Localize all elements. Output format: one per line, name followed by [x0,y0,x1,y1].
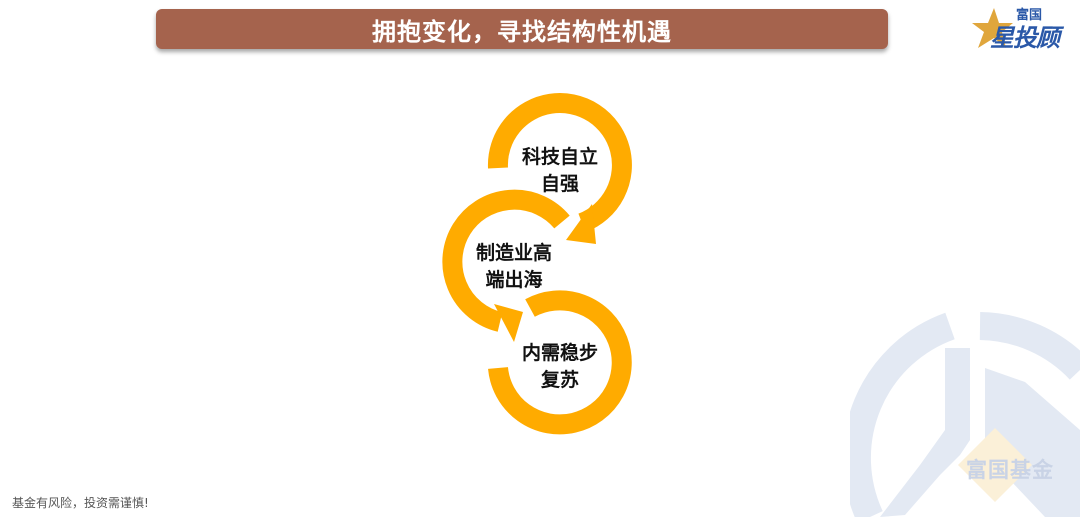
cycle-arrows [442,93,632,435]
node-manufacturing-overseas: 制造业高 端出海 [475,242,552,291]
node-tech-self-reliance: 科技自立 自强 [521,146,598,195]
arc-arrow-2 [442,189,570,332]
arrowhead-1 [566,204,596,244]
fullgoal-logo-icon [850,312,1080,517]
node-domestic-demand-recovery: 内需稳步 复苏 [521,342,598,391]
arc-arrow-1 [487,93,632,233]
star-icon [972,8,1013,48]
brand-big-text: 星投顾 [990,24,1060,52]
arc-3 [488,290,632,435]
watermark-text: 富国基金 [966,458,1054,482]
brand-small-text: 富国 [1016,8,1043,23]
cycle-diagram: 科技自立 自强 制造业高 端出海 内需稳步 复苏 [420,80,680,450]
risk-disclaimer: 基金有风险，投资需谨慎! [12,496,149,510]
page-title: 拥抱变化，寻找结构性机遇 [372,17,672,46]
title-banner: 拥抱变化，寻找结构性机遇 [156,9,888,49]
brand-logo: 富国 星投顾 [968,2,1078,52]
arrowhead-2 [494,304,523,342]
